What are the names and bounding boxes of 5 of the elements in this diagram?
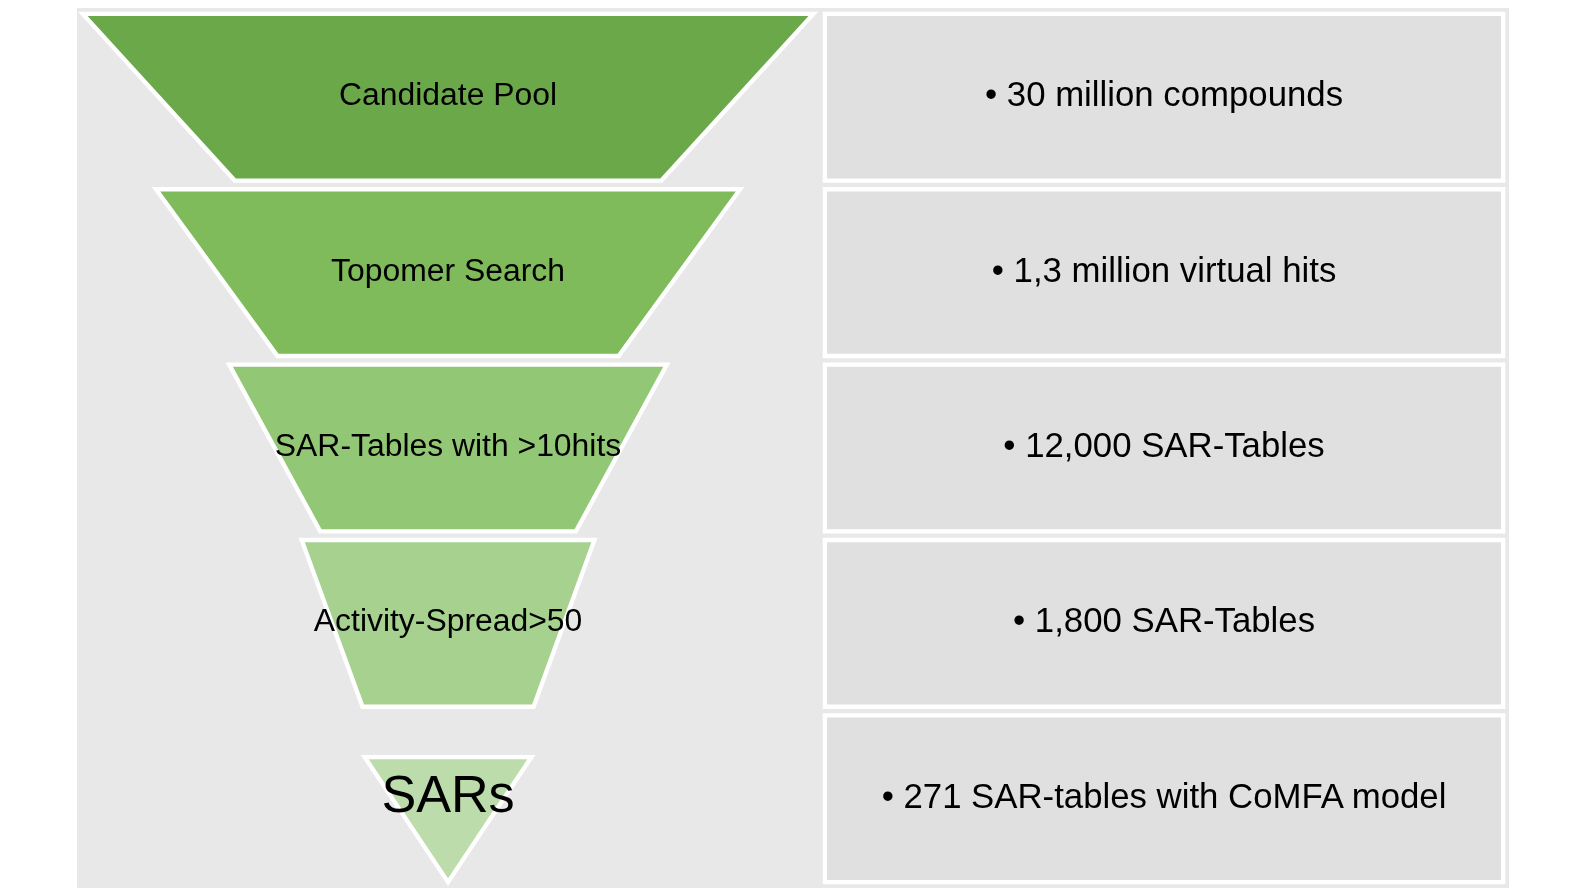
node-box: • 1,3 million virtual hits [822, 187, 1505, 359]
node-box: • 30 million compounds [822, 11, 1505, 183]
node-box: • 1,800 SAR-Tables [822, 537, 1505, 709]
node-box: • 271 SAR-tables with CoMFA model [822, 713, 1505, 885]
node-box: • 12,000 SAR-Tables [822, 362, 1505, 534]
